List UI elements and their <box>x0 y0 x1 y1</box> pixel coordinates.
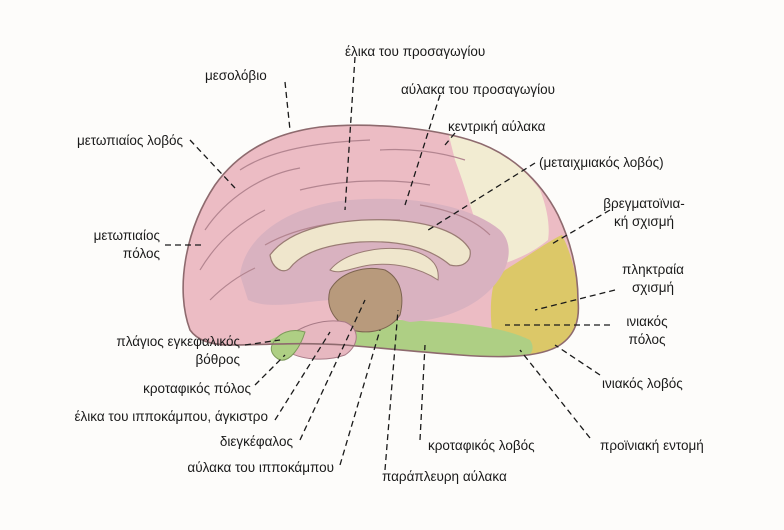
label-metopiaios-lobos: μετωπιαίος λοβός <box>76 133 183 148</box>
hippocampal-gyrus <box>284 320 357 360</box>
fornix <box>329 247 439 281</box>
label-pliktraia-line2: σχισμή <box>631 280 675 295</box>
corpus-callosum <box>269 219 471 272</box>
label-aulaka-ippokampou: αύλακα του ιπποκάμπου <box>187 460 334 475</box>
label-proiniaki-entomi: προϊνιακή εντομή <box>600 438 704 453</box>
label-krotafikos-polos: κροταφικός πόλος <box>143 381 251 396</box>
label-iniakos-polos-line1: ινιακός <box>626 314 668 329</box>
label-metopiaios-polos-line2: πόλος <box>122 246 160 261</box>
label-plagios-line2: βόθρος <box>195 352 240 367</box>
leader-lines <box>165 56 616 471</box>
label-plagios-line1: πλάγιος εγκεφαλικός <box>116 334 240 349</box>
label-pliktraia-line1: πληκτραία <box>622 262 684 277</box>
label-metopiaios-polos-line1: μετωπιαίος <box>93 228 160 243</box>
label-krotafikos-lobos: κροταφικός λοβός <box>428 438 535 453</box>
parietal-region <box>445 125 549 268</box>
label-mesolobio: μεσολόβιο <box>205 68 267 83</box>
label-diegkefalos: διεγκέφαλος <box>219 434 293 449</box>
label-bregmatoiniaki-line2: κή σχισμή <box>613 214 675 229</box>
temporal-pole-green <box>270 330 306 361</box>
label-aulaka-prosagogiou: αύλακα του προσαγωγίου <box>401 82 556 97</box>
label-iniakos-polos-line2: πόλος <box>628 332 666 347</box>
label-elika-prosagogiou: έλικα του προσαγωγίου <box>345 44 486 59</box>
label-iniakos-lobos: ινιακός λοβός <box>602 376 683 391</box>
occipital-region <box>490 235 579 357</box>
label-metaixmiakos-lobos: (μεταιχμιακός λοβός) <box>539 155 664 170</box>
brain-outline <box>182 124 580 358</box>
label-elika-ippokampou: έλικα του ιπποκάμπου, άγκιστρο <box>74 409 268 424</box>
label-kentriki-aulaka: κεντρική αύλακα <box>448 119 546 134</box>
label-paraplevri-aulaka: παράπλευρη αύλακα <box>382 469 507 484</box>
label-bregmatoiniaki-line1: βρεγματοϊνια- <box>603 196 685 211</box>
